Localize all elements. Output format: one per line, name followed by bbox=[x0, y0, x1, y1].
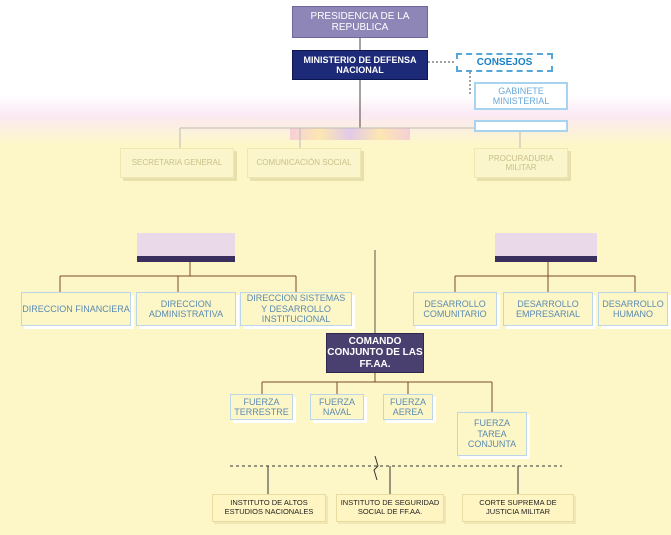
comunicacion-label: COMUNICACIÓN SOCIAL bbox=[256, 158, 352, 168]
fuerza-aerea-label: FUERZA AEREA bbox=[390, 396, 426, 417]
consejos-label: CONSEJOS bbox=[476, 56, 533, 68]
comando-conjunto-box: COMANDO CONJUNTO DE LAS FF.AA. bbox=[326, 333, 424, 373]
presidencia-box: PRESIDENCIA DE LA REPUBLICA bbox=[292, 6, 428, 38]
artifact-strip bbox=[290, 128, 410, 140]
corte-suprema-label: CORTE SUPREMA DE JUSTICIA MILITAR bbox=[479, 498, 557, 516]
procuraduria-label: PROCURADURIA MILITAR bbox=[488, 153, 554, 172]
comando-conjunto-label: COMANDO CONJUNTO DE LAS FF.AA. bbox=[327, 335, 423, 370]
presidencia-label: PRESIDENCIA DE LA REPUBLICA bbox=[310, 10, 410, 34]
instituto-altos-box: INSTITUTO DE ALTOS ESTUDIOS NACIONALES bbox=[212, 494, 326, 522]
fuerza-terrestre-box: FUERZA TERRESTRE bbox=[230, 394, 293, 420]
procuraduria-box: PROCURADURIA MILITAR bbox=[474, 148, 568, 178]
comunicacion-box: COMUNICACIÓN SOCIAL bbox=[247, 148, 361, 178]
direccion-financiera-label: DIRECCION FINANCIERA bbox=[22, 303, 130, 314]
secretaria-general-box: SECRETARIA GENERAL bbox=[120, 148, 234, 178]
desarrollo-comunitario-box: DESARROLLO COMUNITARIO bbox=[413, 292, 497, 326]
consejos-box: CONSEJOS bbox=[456, 53, 553, 72]
fuerza-tarea-box: FUERZA TAREA CONJUNTA bbox=[457, 412, 527, 456]
auxiliary-box bbox=[474, 120, 568, 132]
instituto-seguridad-box: INSTITUTO DE SEGURIDAD SOCIAL DE FF.AA. bbox=[336, 494, 444, 522]
fuerza-aerea-box: FUERZA AEREA bbox=[383, 394, 433, 420]
instituto-altos-label: INSTITUTO DE ALTOS ESTUDIOS NACIONALES bbox=[224, 498, 314, 516]
fuerza-terrestre-label: FUERZA TERRESTRE bbox=[234, 396, 289, 417]
direccion-administrativa-label: DIRECCION ADMINISTRATIVA bbox=[148, 298, 224, 319]
direccion-sistemas-box: DIRECCION SISTEMAS Y DESARROLLO INSTITUC… bbox=[240, 292, 352, 326]
direccion-administrativa-box: DIRECCION ADMINISTRATIVA bbox=[136, 292, 236, 326]
desarrollo-empresarial-label: DESARROLLO EMPRESARIAL bbox=[515, 298, 581, 319]
gabinete-box: GABINETE MINISTERIAL bbox=[474, 82, 568, 110]
desarrollo-humano-box: DESARROLLO HUMANO bbox=[598, 292, 668, 326]
subsecretaria-left-box bbox=[137, 233, 235, 262]
ministerio-label: MINISTERIO DE DEFENSA NACIONAL bbox=[303, 54, 417, 75]
fuerza-tarea-label: FUERZA TAREA CONJUNTA bbox=[467, 418, 517, 450]
direccion-financiera-box: DIRECCION FINANCIERA bbox=[21, 292, 131, 326]
instituto-seguridad-label: INSTITUTO DE SEGURIDAD SOCIAL DE FF.AA. bbox=[340, 498, 440, 516]
corte-suprema-box: CORTE SUPREMA DE JUSTICIA MILITAR bbox=[462, 494, 574, 522]
subsecretaria-right-box bbox=[495, 233, 597, 262]
fuerza-naval-label: FUERZA NAVAL bbox=[319, 396, 355, 417]
fuerza-naval-box: FUERZA NAVAL bbox=[310, 394, 364, 420]
gabinete-label: GABINETE MINISTERIAL bbox=[492, 85, 550, 106]
desarrollo-humano-label: DESARROLLO HUMANO bbox=[602, 298, 664, 319]
ministerio-box: MINISTERIO DE DEFENSA NACIONAL bbox=[292, 50, 428, 80]
secretaria-general-label: SECRETARIA GENERAL bbox=[131, 158, 223, 168]
desarrollo-comunitario-label: DESARROLLO COMUNITARIO bbox=[423, 298, 487, 319]
desarrollo-empresarial-box: DESARROLLO EMPRESARIAL bbox=[503, 292, 593, 326]
line-break-marker bbox=[373, 455, 379, 481]
direccion-sistemas-label: DIRECCION SISTEMAS Y DESARROLLO INSTITUC… bbox=[246, 293, 346, 325]
